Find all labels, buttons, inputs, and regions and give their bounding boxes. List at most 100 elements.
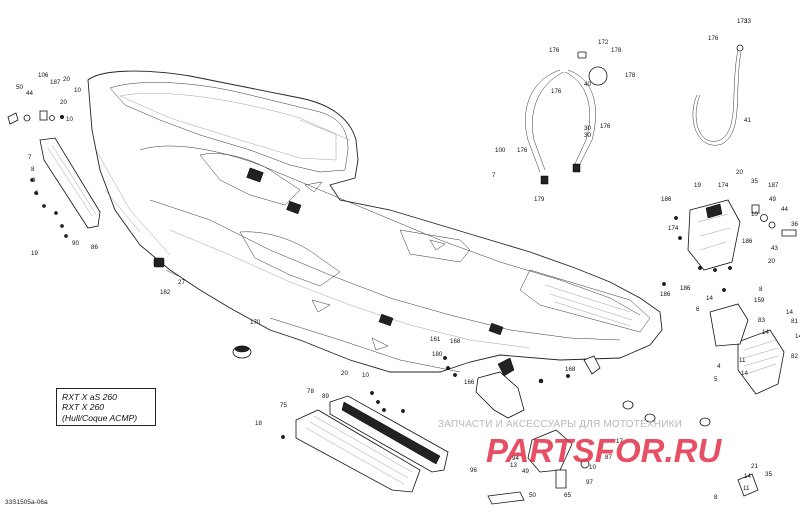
callout-label: 20 <box>63 76 70 83</box>
watermark-logo-text: PARTSFOR.RU <box>486 432 722 469</box>
model-applicability-box: RXT X aS 260 RXT X 260 (Hull/Coque ACMP) <box>56 388 156 426</box>
callout-label: 186 <box>742 238 753 245</box>
step-pad-ribs <box>743 339 779 375</box>
callout-label: 186 <box>660 291 671 298</box>
intake-ride-plate-inner <box>341 401 441 465</box>
callout-label: 13 <box>510 462 517 469</box>
callout-label: 43 <box>771 245 778 252</box>
u-strap-50 <box>487 491 525 505</box>
callout-label: 180 <box>432 351 443 358</box>
callout-label: 97 <box>586 479 593 486</box>
callout-label: 178 <box>625 72 636 79</box>
hull-assembly <box>87 70 663 373</box>
round-plugs <box>622 400 711 427</box>
callout-label: 14 <box>741 370 748 377</box>
callout-label: 187 <box>50 79 61 86</box>
hull-lower-deck-2 <box>169 229 531 349</box>
screw-20 <box>59 114 65 120</box>
callout-label: 179 <box>534 196 545 203</box>
drawing-code: 33S1505a-06a <box>5 499 48 506</box>
sponson-block <box>497 357 515 377</box>
callout-label: 50 <box>16 84 23 91</box>
callout-label: 6 <box>696 306 700 313</box>
callout-label: 40 <box>584 81 591 88</box>
housing-43-detail <box>697 213 731 251</box>
callout-label: 11 <box>743 485 750 492</box>
callout-label: 33 <box>744 18 751 25</box>
hoses <box>525 44 744 185</box>
hose-30 <box>525 69 596 173</box>
nut-187 <box>49 115 55 121</box>
step-hardware <box>487 303 785 505</box>
callout-label: 178 <box>611 47 622 54</box>
callout-label: 11 <box>739 357 746 364</box>
sponson-bracket-166 <box>475 371 525 419</box>
housing-43 <box>687 199 741 271</box>
callout-label: 176 <box>600 123 611 130</box>
callout-label: 8 <box>759 286 763 293</box>
callout-label: 89 <box>322 393 329 400</box>
model-line-1: RXT X aS 260 <box>62 392 117 402</box>
callout-label: 27 <box>178 279 185 286</box>
hull-footwell-left <box>199 153 301 206</box>
spacer-187-right <box>751 204 760 214</box>
callout-label: 10 <box>66 116 73 123</box>
deck-arrow-1 <box>304 181 323 193</box>
deck-arrow-3 <box>429 239 446 251</box>
callout-label: 100 <box>495 147 506 154</box>
callout-label: 20 <box>341 370 348 377</box>
washer-49 <box>760 214 768 222</box>
hull-rear-deck <box>399 229 471 263</box>
right-screws-168 <box>538 374 570 384</box>
callout-label: 8 <box>714 494 718 501</box>
callout-label: 44 <box>781 206 788 213</box>
nut-97 <box>580 459 590 469</box>
hull-rear-pad-ribs <box>544 284 633 327</box>
callout-label: 162 <box>160 289 171 296</box>
hose-30-inner <box>532 71 590 171</box>
model-line-3: (Hull/Coque ACMP) <box>62 412 138 423</box>
callout-label: 8 <box>31 166 35 173</box>
hull-vent-1 <box>246 167 264 183</box>
callout-label: 176 <box>549 47 560 54</box>
callout-label: 30 <box>584 125 591 132</box>
watermark-tagline: ЗАПЧАСТИ И АКСЕССУАРЫ ДЛЯ МОТОТЕХНИКИ <box>438 419 683 430</box>
callout-label: 14 <box>786 309 793 316</box>
callout-label: 96 <box>470 467 477 474</box>
callout-label: 186 <box>661 196 672 203</box>
callout-label: 86 <box>91 244 98 251</box>
callout-label: 14 <box>762 329 769 336</box>
intake-screws <box>281 356 457 439</box>
housing-43-cap <box>705 203 723 219</box>
callout-label: 9 <box>32 177 36 184</box>
callout-label: 6 <box>35 190 39 197</box>
callout-label: 19 <box>31 250 38 257</box>
hose-41 <box>695 49 739 142</box>
bolt-36 <box>781 229 797 237</box>
hull-lower-deck <box>149 199 621 341</box>
tow-eye-plate-ribs <box>47 144 97 217</box>
callout-label: 78 <box>307 388 314 395</box>
callout-label: 83 <box>758 317 765 324</box>
hull-seat-well <box>109 82 349 173</box>
callout-label: 7 <box>28 154 32 161</box>
callout-label: 36 <box>791 221 798 228</box>
callout-label: 159 <box>754 297 765 304</box>
callout-label: 41 <box>744 117 751 124</box>
callout-label: 174 <box>668 225 679 232</box>
callout-label: 174 <box>718 182 729 189</box>
callout-label: 35 <box>765 471 772 478</box>
callout-label: 30 <box>584 132 591 139</box>
callout-label: 170 <box>250 319 261 326</box>
hull-outline <box>87 70 663 373</box>
callout-label: 90 <box>72 240 79 247</box>
hull-vent-3 <box>378 313 394 327</box>
step-pad-81 <box>737 329 785 395</box>
deck-arrow-4 <box>371 337 389 351</box>
callout-label: 81 <box>791 318 798 325</box>
fastener-27 <box>165 269 179 277</box>
left-hardware <box>7 110 252 359</box>
hull-side-lines <box>95 119 351 256</box>
